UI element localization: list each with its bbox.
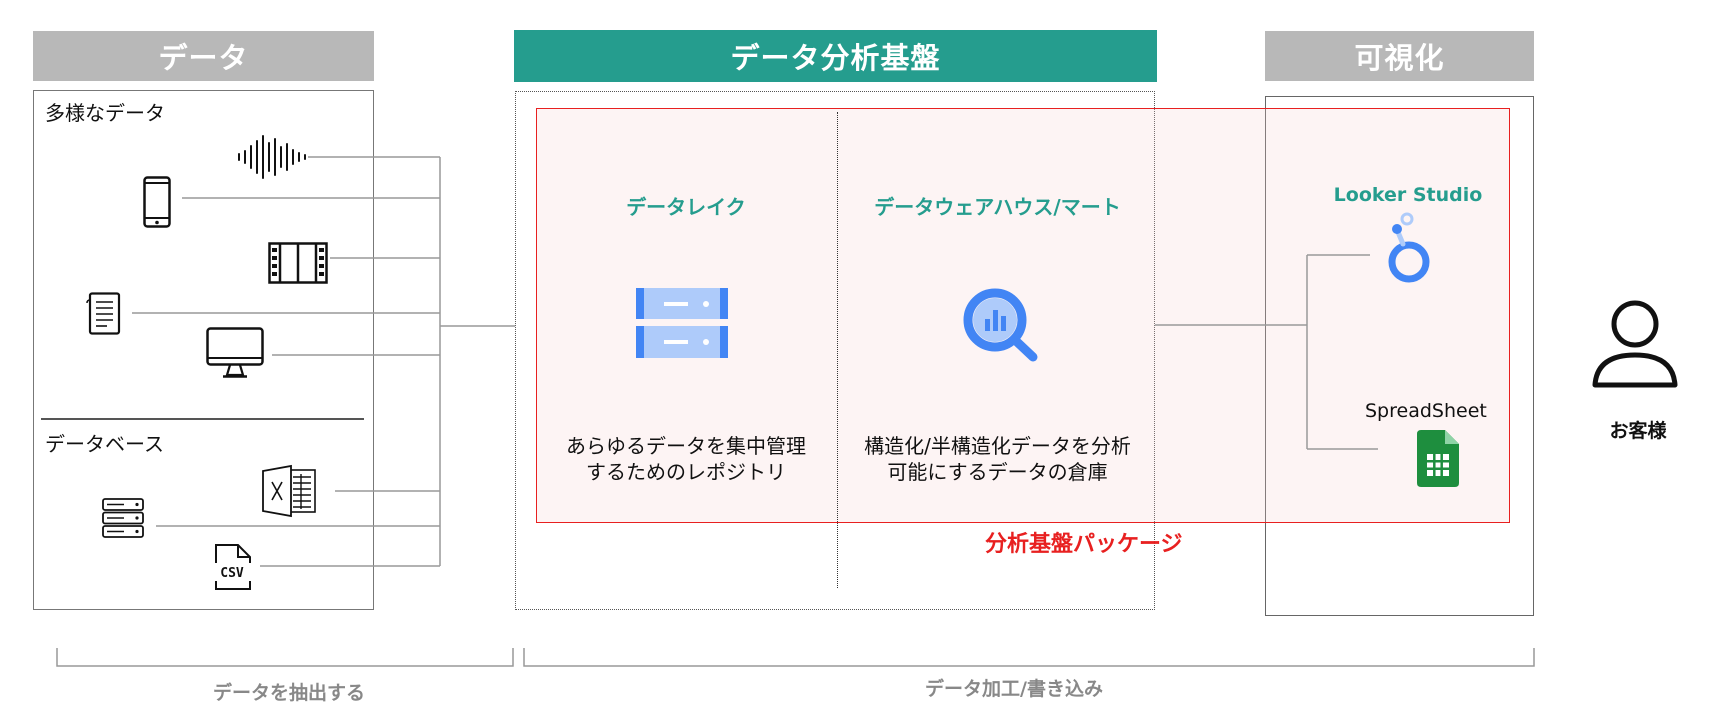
document-icon [86,292,121,335]
excel-icon [262,464,316,518]
looker-studio-icon [1388,212,1430,283]
bigquery-icon [963,288,1038,362]
diverse-data-title: 多様なデータ [45,101,165,125]
looker-studio-label: Looker Studio [1333,184,1483,206]
data-warehouse-description: 構造化/半構造化データを分析 可能にするデータの倉庫 [845,433,1150,485]
google-sheets-icon [1417,430,1459,487]
visualization-header: 可視化 [1265,31,1534,81]
data-header: データ [33,31,374,81]
extract-label: データを抽出する [213,682,366,704]
data-lake-description: あらゆるデータを集中管理 するためのレポジトリ [540,433,832,485]
server-icon [102,498,144,538]
platform-divider [837,112,838,588]
data-lake-desc-line2: するためのレポジトリ [586,460,786,484]
customer-label: お客様 [1609,420,1667,442]
platform-header: データ分析基盤 [514,30,1157,82]
package-label: 分析基盤パッケージ [985,532,1183,557]
data-lake-title: データレイク [626,195,746,219]
process-label: データ加工/書き込み [925,678,1103,700]
platform-area [515,91,1155,610]
smartphone-icon [143,176,171,228]
monitor-icon [206,327,264,378]
data-warehouse-title: データウェアハウス/マート [874,195,1121,219]
data-panel [33,90,374,610]
csv-file-icon: CSV [215,544,251,590]
data-warehouse-desc-line1: 構造化/半構造化データを分析 [864,434,1131,458]
database-title: データベース [45,432,164,456]
visualization-panel [1265,96,1534,616]
svg-text:CSV: CSV [220,566,244,581]
film-icon [268,242,328,284]
data-panel-divider [41,418,364,420]
audio-waveform-icon [238,135,306,179]
data-warehouse-desc-line2: 可能にするデータの倉庫 [887,460,1108,484]
spreadsheet-label: SpreadSheet [1365,400,1487,422]
data-lake-desc-line1: あらゆるデータを集中管理 [566,434,806,458]
customer-person-icon [1592,300,1678,388]
cloud-storage-icon [636,288,728,358]
